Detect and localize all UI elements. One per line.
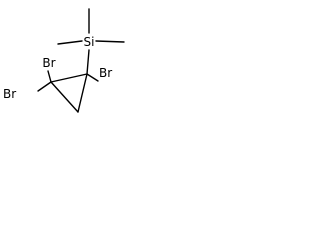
molecule-structure: Si Br Br Br (3, 8, 125, 113)
bond-carbon-silicon (86, 49, 90, 75)
bond-carbon-bromine-top-left (47, 70, 52, 83)
bond-carbon-bromine-bottom-left (37, 81, 52, 92)
ring-bond-left-right (50, 73, 88, 83)
bond-silicon-methyl-right (95, 40, 125, 43)
silicon-label: Si (84, 35, 95, 49)
ring-bond-bottom-left (50, 81, 79, 113)
bromine-label-bottom-left: Br (3, 87, 16, 101)
bond-carbon-bromine-right (86, 73, 99, 82)
ring-bond-right-bottom (77, 73, 88, 113)
bromine-label-right: Br (99, 66, 112, 80)
bromine-label-top-left: Br (42, 56, 55, 70)
bond-silicon-methyl-left (57, 40, 83, 45)
